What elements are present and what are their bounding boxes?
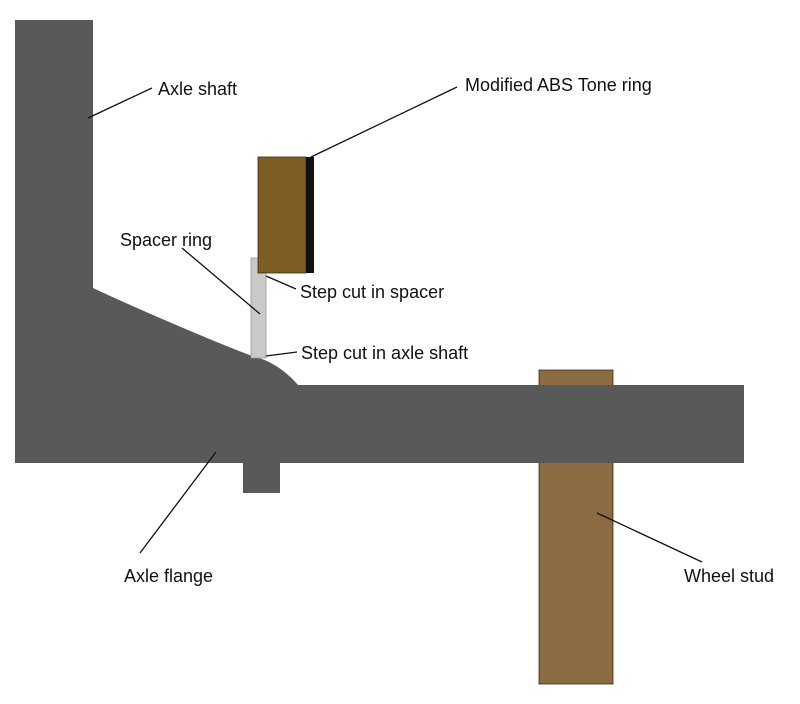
leader-step-cut-axle bbox=[265, 351, 298, 357]
label-axle-shaft: Axle shaft bbox=[158, 79, 237, 99]
tone-ring-body bbox=[257, 156, 307, 274]
leader-axle-shaft bbox=[87, 87, 153, 119]
label-spacer-ring: Spacer ring bbox=[120, 230, 212, 250]
label-step-cut-spacer: Step cut in spacer bbox=[300, 282, 444, 302]
label-step-cut-axle: Step cut in axle shaft bbox=[301, 343, 468, 363]
leader-axle-flange bbox=[139, 451, 217, 554]
leader-tone-ring bbox=[310, 86, 458, 158]
label-wheel-stud: Wheel stud bbox=[684, 566, 774, 586]
label-axle-flange: Axle flange bbox=[124, 566, 213, 586]
label-tone-ring: Modified ABS Tone ring bbox=[465, 75, 652, 95]
leader-wheel-stud bbox=[596, 512, 703, 563]
leader-spacer-ring bbox=[181, 247, 261, 315]
axle-shaft-body bbox=[15, 20, 744, 493]
leader-step-cut-spacer bbox=[265, 275, 297, 290]
wheel-stud-shank bbox=[538, 459, 614, 685]
tone-ring-edge bbox=[306, 157, 314, 273]
